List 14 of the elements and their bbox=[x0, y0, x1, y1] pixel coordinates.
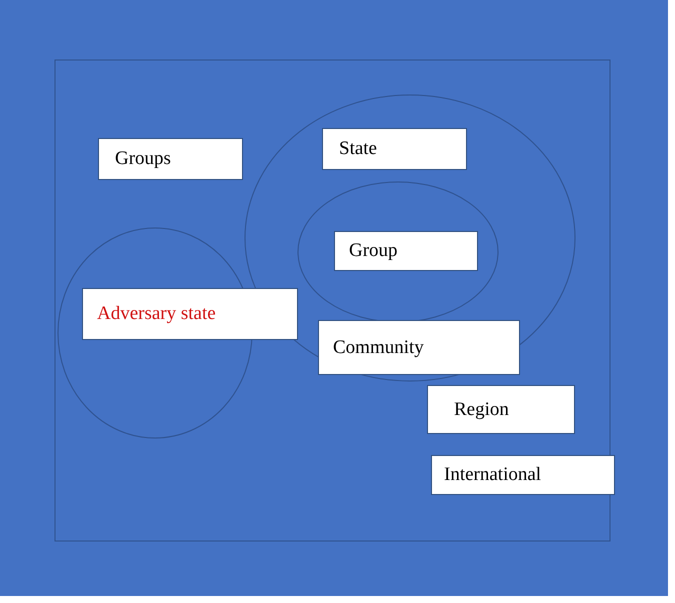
box-text: State bbox=[339, 138, 377, 160]
label-box bbox=[82, 288, 298, 340]
box-text: Groups bbox=[115, 148, 171, 170]
label-box bbox=[322, 128, 467, 170]
box-text: International bbox=[444, 464, 542, 486]
box-text: Group bbox=[349, 240, 398, 262]
label-box bbox=[431, 455, 615, 495]
label-box bbox=[98, 138, 243, 180]
label-box bbox=[427, 385, 575, 434]
box-text: Region bbox=[454, 398, 509, 420]
label-box bbox=[334, 231, 478, 271]
box-text: Adversary state bbox=[97, 303, 216, 325]
label-box bbox=[318, 320, 520, 375]
box-text: Community bbox=[333, 336, 424, 358]
